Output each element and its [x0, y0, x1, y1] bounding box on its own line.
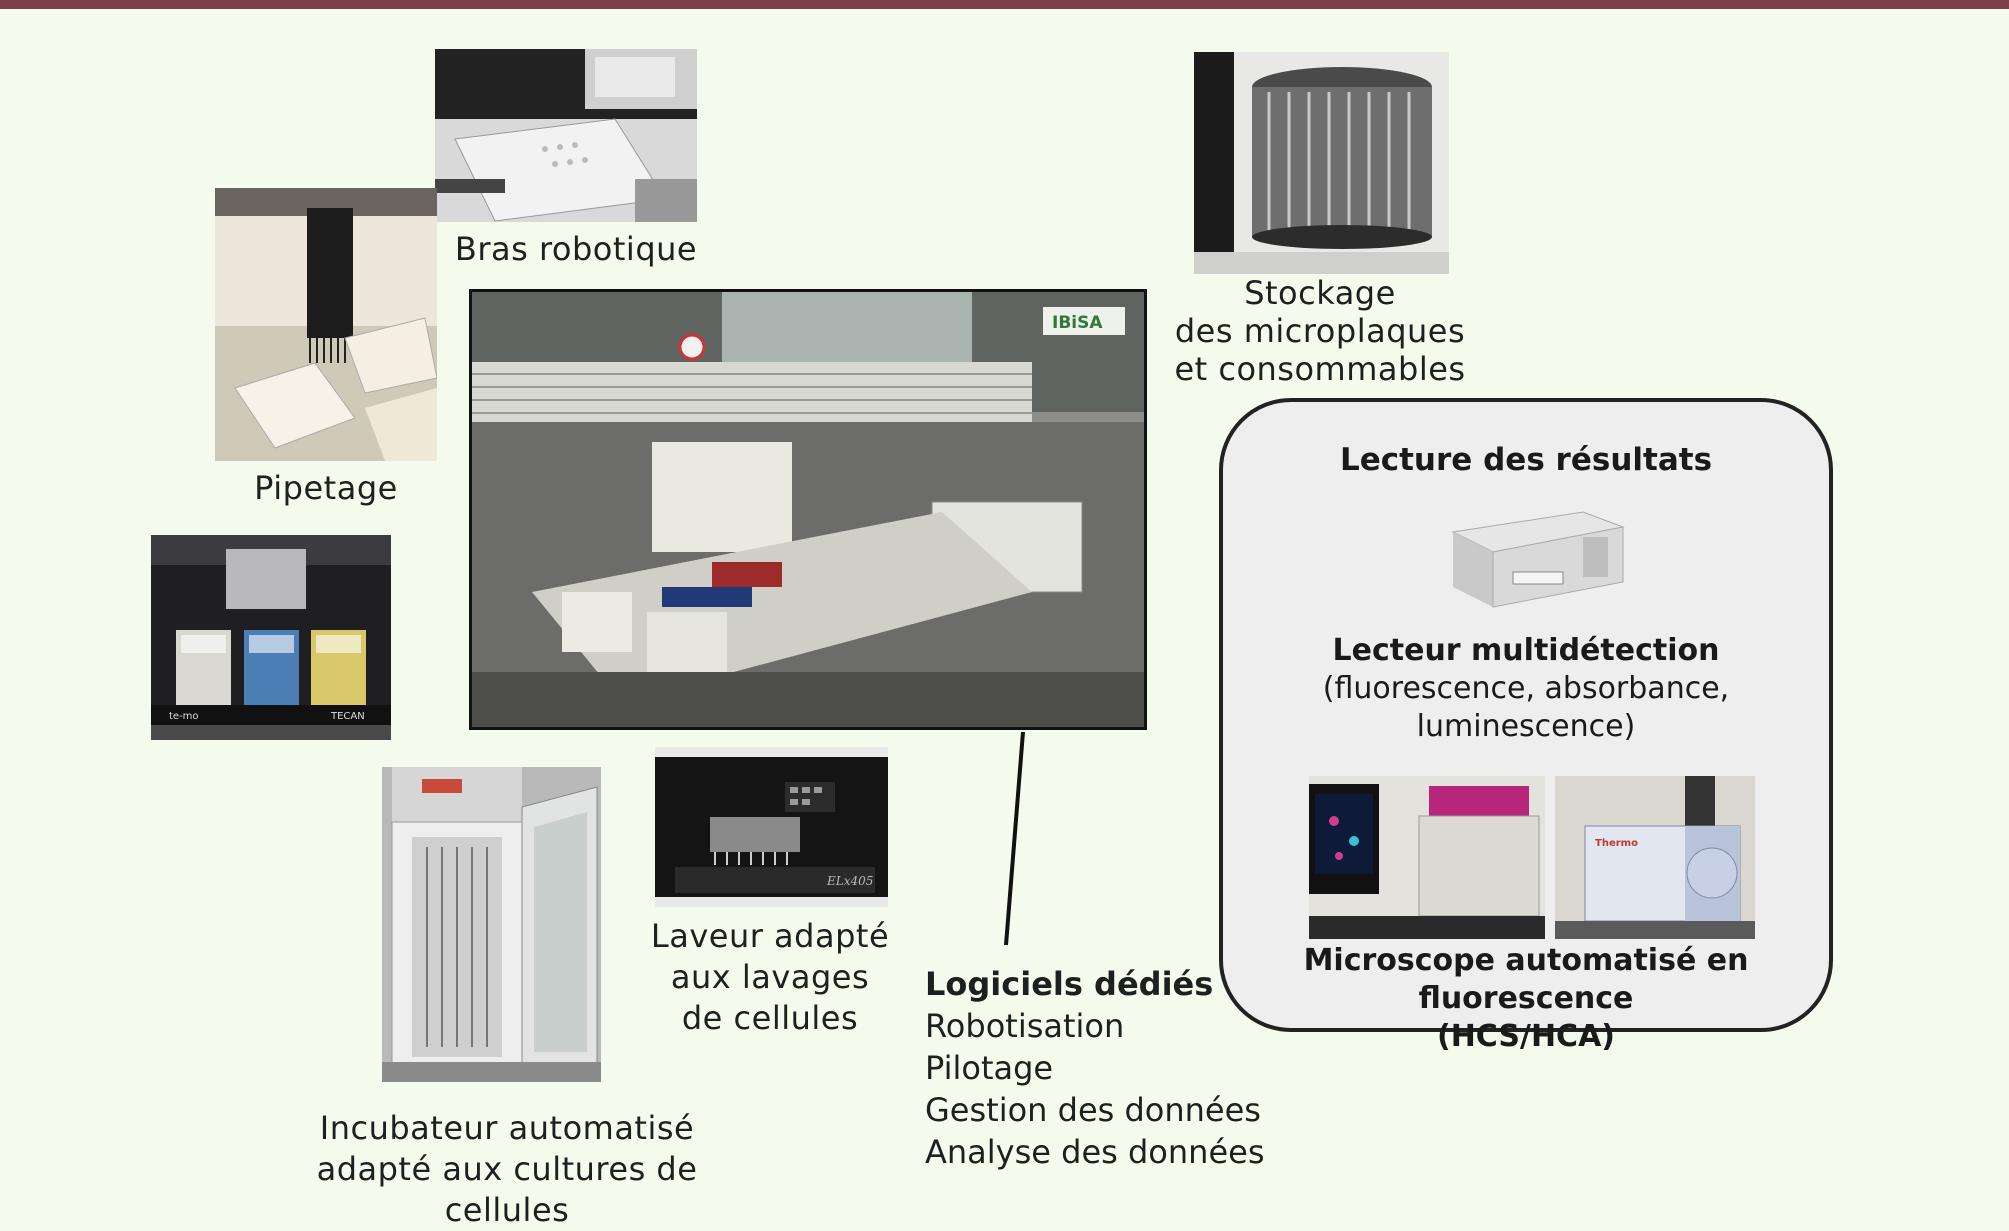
top-border-bar [0, 0, 2009, 9]
caption-incubateur: Incubateur automatisé adapté aux culture… [316, 1109, 698, 1229]
reader-subtitle: (fluorescence, absorbance, luminescence) [1322, 671, 1730, 744]
results-reading-box: Lecture des résultats Lecteur multidétec… [1219, 398, 1833, 1054]
ibisa-logo: IBiSA [1052, 313, 1103, 333]
software-item: Analyse des données [925, 1133, 1265, 1171]
reader-title: Lecteur multidétection [1332, 633, 1720, 668]
software-item: Robotisation [925, 1007, 1125, 1045]
hcs-microscope-photo: Thermo [1555, 776, 1755, 939]
caption-stockage: Stockage des microplaques et consommable… [1174, 274, 1466, 388]
main-station-photo: IBiSA [469, 289, 1147, 730]
reader-label: Lecteur multidétection (fluorescence, ab… [1223, 632, 1829, 746]
software-item: Gestion des données [925, 1091, 1261, 1129]
caption-bras-robotique: Bras robotique [454, 230, 698, 268]
software-item: Pilotage [925, 1049, 1054, 1087]
washer-model-label: ELx405 [826, 874, 873, 888]
microscope-title: Microscope automatisé en fluorescence [1303, 943, 1749, 1016]
incubator-photo [382, 767, 601, 1082]
pipetting-photo [215, 188, 437, 461]
robotic-arm-photo [435, 49, 697, 222]
dispenser-brand-right: TECAN [330, 711, 365, 722]
caption-pipetage: Pipetage [254, 469, 398, 507]
microscope-workstation-photo [1309, 776, 1545, 939]
multidetection-reader-photo [1433, 507, 1625, 612]
dispenser-photo: te-mo TECAN [151, 535, 391, 740]
results-box-title: Lecture des résultats [1339, 442, 1713, 478]
software-block: Logiciels dédiés Robotisation Pilotage G… [925, 963, 1264, 1173]
caption-laveur: Laveur adapté aux lavages de cellules [650, 917, 890, 1037]
storage-photo [1194, 52, 1449, 274]
dispenser-brand-left: te-mo [169, 711, 199, 722]
microscope-subtitle: (HCS/HCA) [1436, 1019, 1615, 1054]
microscope-brand: Thermo [1595, 838, 1638, 849]
washer-photo: ELx405 [655, 747, 888, 907]
microscope-label: Microscope automatisé en fluorescence (H… [1223, 942, 1829, 1056]
software-title: Logiciels dédiés [925, 965, 1214, 1003]
